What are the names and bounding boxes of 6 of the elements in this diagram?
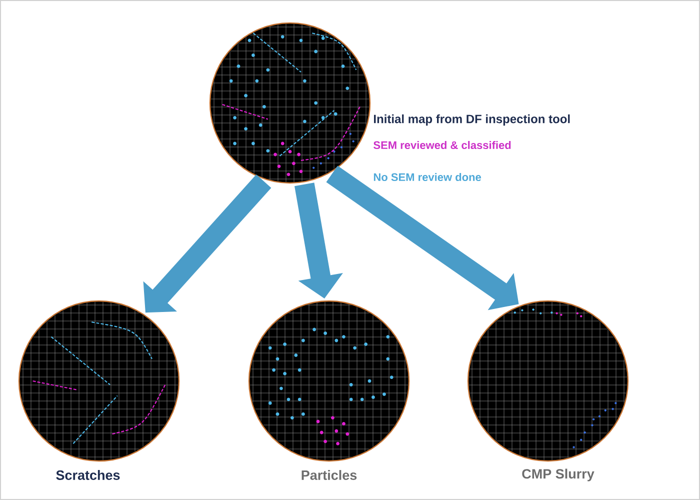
node-label: CMP Slurry (522, 468, 594, 482)
legend-entry: SEM reviewed & classified (374, 140, 511, 150)
node-label: Particles (302, 470, 357, 480)
node-label: Initial map from DF inspection tool (374, 114, 570, 126)
legend-entry: No SEM review done (374, 172, 482, 182)
node-label: Scratches (56, 470, 120, 480)
